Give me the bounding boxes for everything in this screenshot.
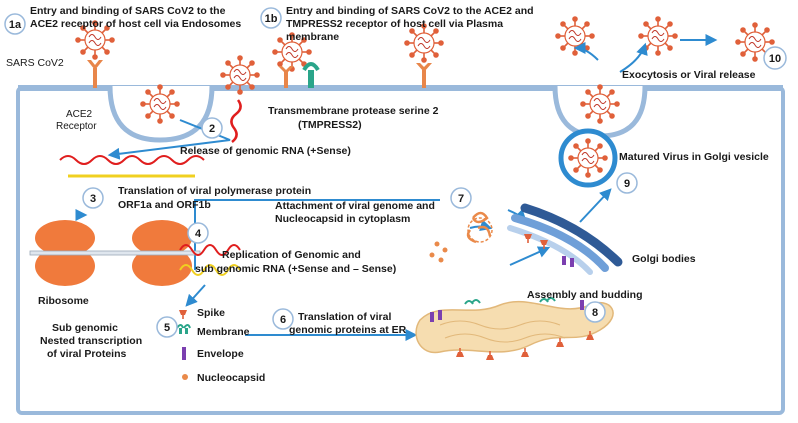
- step-4-marker: [187, 222, 209, 244]
- ace2-label-line2: Receptor: [56, 121, 97, 132]
- step-4-label: 4: [195, 228, 202, 240]
- step-1b-marker: [260, 7, 282, 29]
- sub-label-line3: of viral Proteins: [47, 348, 127, 360]
- step-numbers: 1a 1b 10 2 3 4 5 6 7 8 9: [9, 13, 781, 334]
- endosome-invagination: [107, 84, 215, 143]
- translation-er-line2: genomic proteins at ER: [289, 324, 407, 336]
- step-3-label: 3: [90, 193, 96, 205]
- virus-icon: [220, 55, 260, 95]
- entry-1b-line1: Entry and binding of SARS CoV2 to the AC…: [286, 5, 534, 17]
- genomic-rna-strand: [59, 155, 205, 165]
- nucleocapsid-legend-icon: [182, 374, 188, 380]
- nucleocapsid-assembly: [466, 211, 493, 244]
- tmpress-label-line2: (TMPRESS2): [298, 119, 362, 131]
- attach-label-line1: Attachment of viral genome and: [275, 200, 435, 212]
- step-10-marker: [763, 46, 787, 70]
- legend-spike-label: Spike: [197, 307, 225, 319]
- golgi-label: Golgi bodies: [632, 253, 696, 265]
- step-8-marker: [584, 301, 606, 323]
- step-9-label: 9: [624, 178, 630, 190]
- step-1a-marker: [4, 13, 26, 35]
- step-2-label: 2: [209, 123, 215, 135]
- replication-label-line2: sub genomic RNA (+Sense and – Sense): [195, 263, 396, 275]
- legend-envelope-label: Envelope: [197, 348, 244, 360]
- pathway-arrows: [75, 34, 718, 341]
- step-5-label: 5: [164, 322, 170, 334]
- translation-label-line1: Translation of viral polymerase protein: [118, 185, 311, 197]
- replication-rna-negative: [179, 264, 241, 276]
- ribosome-label: Ribosome: [38, 295, 89, 307]
- virus-icon: [638, 16, 678, 56]
- legend-membrane-label: Membrane: [197, 326, 250, 338]
- release-rna-label: Release of genomic RNA (+Sense): [180, 145, 351, 157]
- diagram-labels: Entry and binding of SARS CoV2 to the AC…: [6, 5, 769, 384]
- golgi-vesicle: [558, 128, 618, 188]
- ribosome-icon: [29, 220, 201, 286]
- entry-1a-line2: ACE2 receptor of host cell via Endosomes: [30, 18, 241, 30]
- replication-label-line1: Replication of Genomic and: [222, 249, 361, 261]
- entry-1b-line2: TMPRESS2 receptor of host cell via Plasm…: [286, 18, 503, 30]
- legend-nucleocapsid-label: Nucleocapsid: [197, 372, 265, 384]
- sub-label-line1: Sub genomic: [52, 322, 118, 334]
- exocytosis-label: Exocytosis or Viral release: [622, 69, 756, 81]
- step-6-marker: [272, 308, 294, 330]
- sub-label-line2: Nested transcription: [40, 335, 142, 347]
- attach-label-line2: Nucleocapsid in cytoplasm: [275, 213, 410, 225]
- sars-cov2-label: SARS CoV2: [6, 57, 64, 69]
- translation-label-line2: ORF1a and ORF1b: [118, 199, 211, 211]
- step-5-marker: [156, 316, 178, 338]
- endosome-rna-strand: [230, 99, 242, 143]
- ace2-label-line1: ACE2: [66, 109, 93, 120]
- ace2-receptor-icon: [87, 60, 432, 88]
- step-2-marker: [201, 117, 223, 139]
- translation-er-line1: Translation of viral: [298, 311, 391, 323]
- free-nucleocapsid-dots: [429, 241, 448, 263]
- step-10-label: 10: [769, 53, 781, 65]
- matured-virus-label: Matured Virus in Golgi vesicle: [619, 151, 769, 163]
- step-1b-label: 1b: [265, 13, 278, 25]
- step-1a-label: 1a: [9, 19, 22, 31]
- exocytosis-pit: [552, 84, 648, 139]
- step-7-label: 7: [458, 193, 464, 205]
- entry-1b-line3: membrane: [286, 31, 339, 43]
- step-markers: [4, 7, 787, 338]
- step-7-marker: [450, 187, 472, 209]
- replication-rna-positive: [179, 244, 241, 256]
- golgi-bodies: [507, 203, 623, 275]
- virus-icon: [555, 16, 595, 56]
- step-3-marker: [82, 187, 104, 209]
- endoplasmic-reticulum: [415, 297, 614, 361]
- step-6-label: 6: [280, 314, 286, 326]
- tmpress2-receptor-icon: [302, 62, 320, 88]
- step-8-label: 8: [592, 307, 598, 319]
- tmpress-label-line1: Transmembrane protease serine 2: [268, 105, 439, 117]
- entry-1a-line1: Entry and binding of SARS CoV2 to the: [30, 5, 226, 17]
- assembly-label: Assembly and budding: [527, 289, 643, 301]
- step-9-marker: [616, 172, 638, 194]
- envelope-legend-icon: [182, 347, 186, 360]
